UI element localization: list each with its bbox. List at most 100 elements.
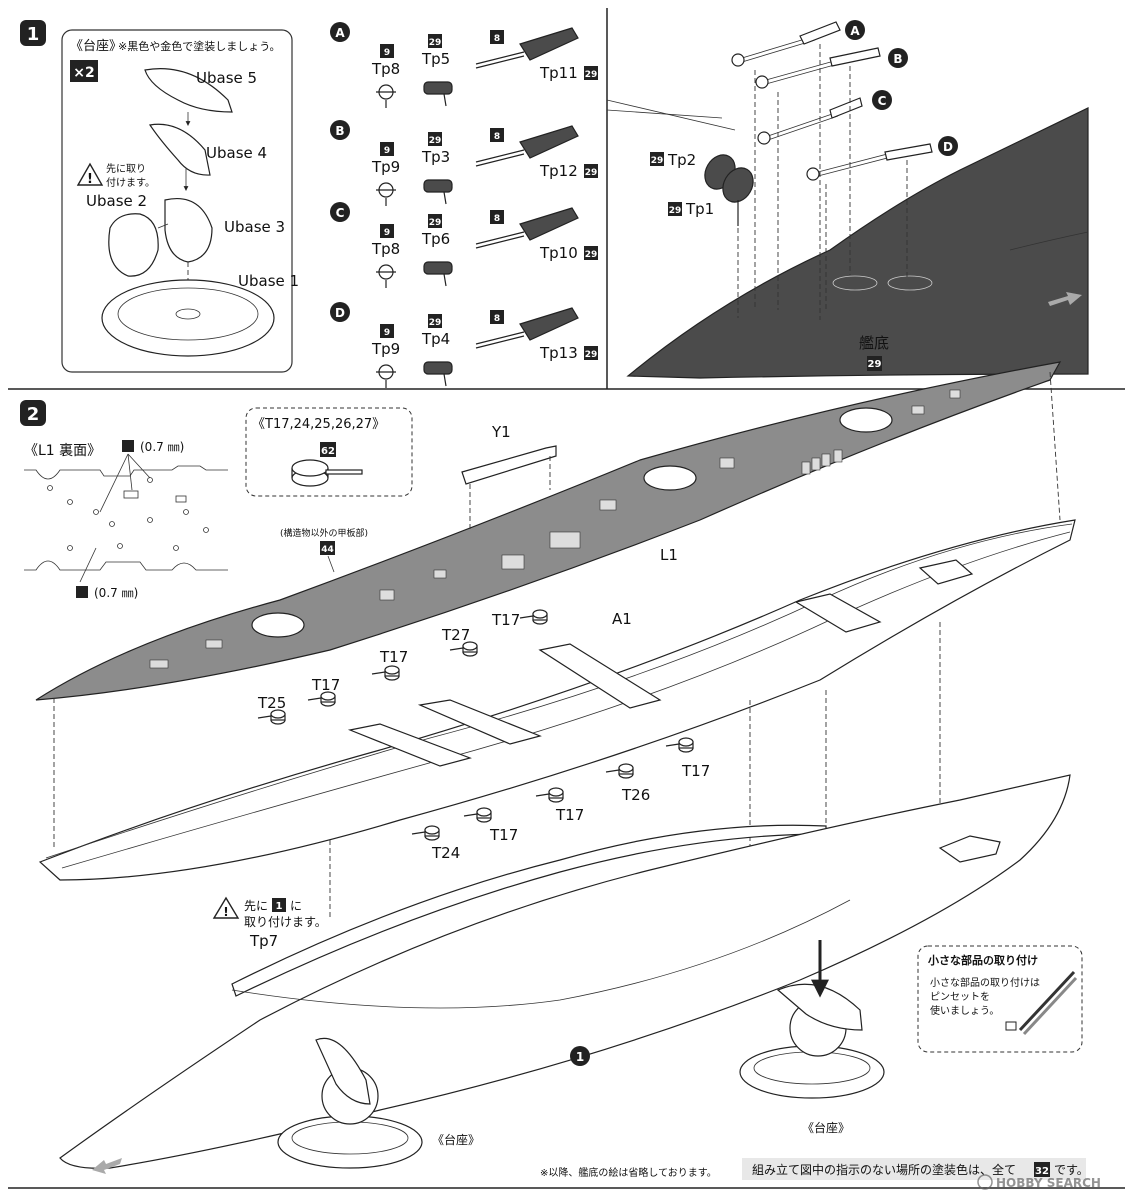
- rudder-tp2-color: 29: [651, 156, 664, 166]
- caution-line-2: 付けます。: [106, 176, 155, 189]
- rod-color: 8: [494, 214, 500, 224]
- hull-callout-b: B: [893, 52, 902, 66]
- blade-label: Tp13: [539, 344, 578, 362]
- ubase2-label: Ubase 2: [86, 192, 147, 210]
- turret-box-title: 《T17,24,25,26,27》: [252, 417, 385, 432]
- ubase5-label: Ubase 5: [196, 69, 257, 87]
- step-2-number: 2: [27, 404, 40, 425]
- holder-label: Tp9: [371, 158, 400, 176]
- turret-label: T25: [257, 694, 286, 712]
- caution-line2: 取り付けます。: [244, 915, 327, 929]
- shaft-color-box: [428, 34, 442, 48]
- drill-size-bottom: (0.7 ㎜): [94, 586, 138, 600]
- turret-t17-5: T17: [665, 737, 710, 780]
- hull-callout-b-circle: [888, 48, 908, 68]
- tip-title: 小さな部品の取り付け: [927, 953, 1038, 967]
- holder-color: 9: [384, 328, 390, 338]
- turret-label: T17: [379, 648, 408, 666]
- watermark-text: HOBBY SEARCH: [996, 1176, 1101, 1190]
- turret-t25-4: T25: [257, 694, 286, 725]
- turret-label: T17: [555, 806, 584, 824]
- caution-line-1: 先に取り: [106, 163, 146, 175]
- turret-label: T26: [621, 786, 650, 804]
- caution-prefix: 先に: [244, 899, 268, 913]
- holder-color: 9: [384, 146, 390, 156]
- shaft-color: 29: [429, 218, 442, 228]
- blade-label: Tp10: [539, 244, 578, 262]
- drill-icon-top: [122, 440, 134, 452]
- step-1-number: 1: [27, 24, 40, 45]
- holder-color: 9: [384, 48, 390, 58]
- prop-row-letter-circle: [330, 120, 350, 140]
- hull-callout-d-circle: [938, 136, 958, 156]
- blade-color: 29: [585, 350, 598, 360]
- hull-a1: A1: [38, 519, 1076, 920]
- blade-color-box: [584, 66, 598, 80]
- rod-color-box: [490, 128, 504, 142]
- shaft-color: 29: [429, 38, 442, 48]
- holder-color-box: [380, 142, 394, 156]
- base-box-title: 《台座》: [70, 39, 122, 54]
- turret-t17-2: T17: [371, 648, 408, 681]
- drill-icon-bottom: [76, 586, 88, 598]
- turret-label: T17: [311, 676, 340, 694]
- rod-color: 8: [494, 314, 500, 324]
- blade-label: Tp11: [539, 64, 578, 82]
- label-a1: A1: [612, 610, 632, 628]
- turret-t17-8: T17: [463, 807, 518, 844]
- shaft-color-box: [428, 132, 442, 146]
- blade-color: 29: [585, 168, 598, 178]
- prop-row-letter: C: [336, 206, 345, 220]
- turret-inset-box: 《T17,24,25,26,27》 62: [245, 407, 413, 497]
- blade-color: 29: [585, 250, 598, 260]
- tip-line-3: 使いましょう。: [930, 1004, 999, 1017]
- holder-color: 9: [384, 228, 390, 238]
- blade-color-box: [584, 164, 598, 178]
- hull-callout-c: C: [878, 94, 887, 108]
- prop-row-letter: A: [335, 26, 345, 40]
- caution-suffix: に: [290, 899, 302, 913]
- turret-t27-1: T27: [441, 626, 478, 657]
- step-1-badge: 1: [20, 20, 46, 46]
- turret-label: T27: [441, 626, 470, 644]
- turret-t24-9: T24: [411, 825, 460, 862]
- holder-label: Tp8: [371, 60, 400, 78]
- blade-color: 29: [585, 70, 598, 80]
- underside-title: 《L1 裏面》: [24, 442, 101, 459]
- rudder-tp1-color: 29: [669, 206, 682, 216]
- drill-size-top: (0.7 ㎜): [140, 440, 184, 454]
- paint-note-color: 32: [1035, 1166, 1049, 1177]
- ubase1-label: Ubase 1: [238, 272, 299, 290]
- hull-bottom-color: 29: [868, 359, 882, 370]
- deck-note: (構造物以外の甲板部): [280, 527, 368, 539]
- multiplier-badge: [70, 60, 98, 82]
- l1-underside-inset: 《L1 裏面》 (0.7 ㎜) (0.7 ㎜): [24, 440, 228, 600]
- label-l1: L1: [660, 546, 678, 564]
- turret-t17-7: T17: [535, 787, 584, 824]
- prop-row-letter-circle: [330, 22, 350, 42]
- svg-text:!: !: [223, 905, 228, 919]
- rudder-tp2-label: Tp2: [667, 151, 696, 169]
- holder-label: Tp9: [371, 340, 400, 358]
- caution-icon: !: [76, 162, 104, 187]
- rod-color: 8: [494, 132, 500, 142]
- shaft-label: Tp3: [421, 148, 450, 166]
- hull-callout-a: A: [850, 24, 860, 38]
- prop-row-letter: D: [335, 306, 345, 320]
- holder-color-box: [380, 44, 394, 58]
- tip-line-1: 小さな部品の取り付けは: [930, 976, 1040, 989]
- blade-color-box: [584, 346, 598, 360]
- multiplier-label: ×2: [73, 65, 94, 81]
- shaft-color: 29: [429, 136, 442, 146]
- prop-row-letter-circle: [330, 202, 350, 222]
- watermark: HOBBY SEARCH: [977, 1174, 1101, 1190]
- rod-color-box: [490, 210, 504, 224]
- holder-color-box: [380, 324, 394, 338]
- turret-label: T17: [491, 611, 520, 629]
- stand-right-label: 《台座》: [802, 1120, 850, 1135]
